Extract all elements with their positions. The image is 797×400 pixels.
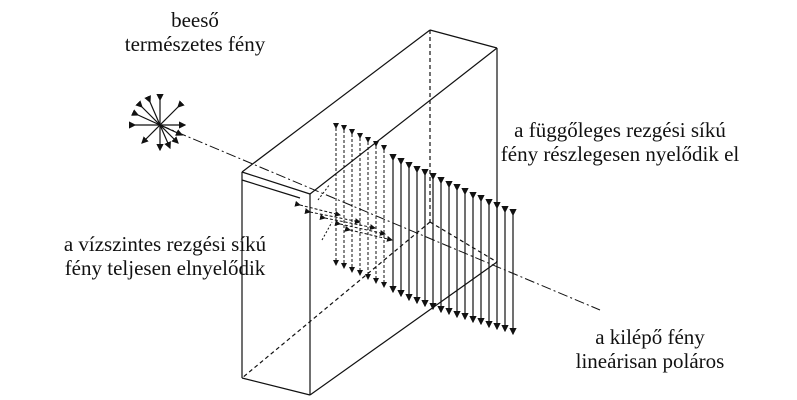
light-ray	[159, 124, 601, 311]
crystal-box	[241, 29, 498, 396]
vertical-vibration-arrows-solid	[389, 154, 517, 336]
label-exit-line2: lineárisan poláros	[575, 349, 725, 373]
label-incident-line2: természetes fény	[124, 32, 266, 56]
entry-scatter-marks	[317, 183, 333, 241]
label-exit: a kilépő fény lineárisan poláros	[520, 325, 780, 373]
label-incident: beeső természetes fény	[95, 8, 295, 56]
vertical-vibration-arrows-dashed	[333, 123, 387, 288]
label-incident-line1: beeső	[171, 8, 219, 32]
label-horizontal-line2: fény teljesen elnyelődik	[64, 256, 266, 280]
label-vertical-line1: a függőleges rezgési síkú	[514, 118, 726, 142]
horizontal-vibration-arrows	[294, 200, 393, 242]
natural-light-star-icon	[129, 94, 187, 152]
label-horizontal: a vízszintes rezgési síkú fény teljesen …	[20, 232, 310, 280]
label-exit-line1: a kilépő fény	[595, 325, 705, 349]
label-vertical: a függőleges rezgési síkú fény részleges…	[455, 118, 785, 166]
label-vertical-line2: fény részlegesen nyelődik el	[500, 142, 740, 166]
label-horizontal-line1: a vízszintes rezgési síkú	[63, 232, 267, 256]
